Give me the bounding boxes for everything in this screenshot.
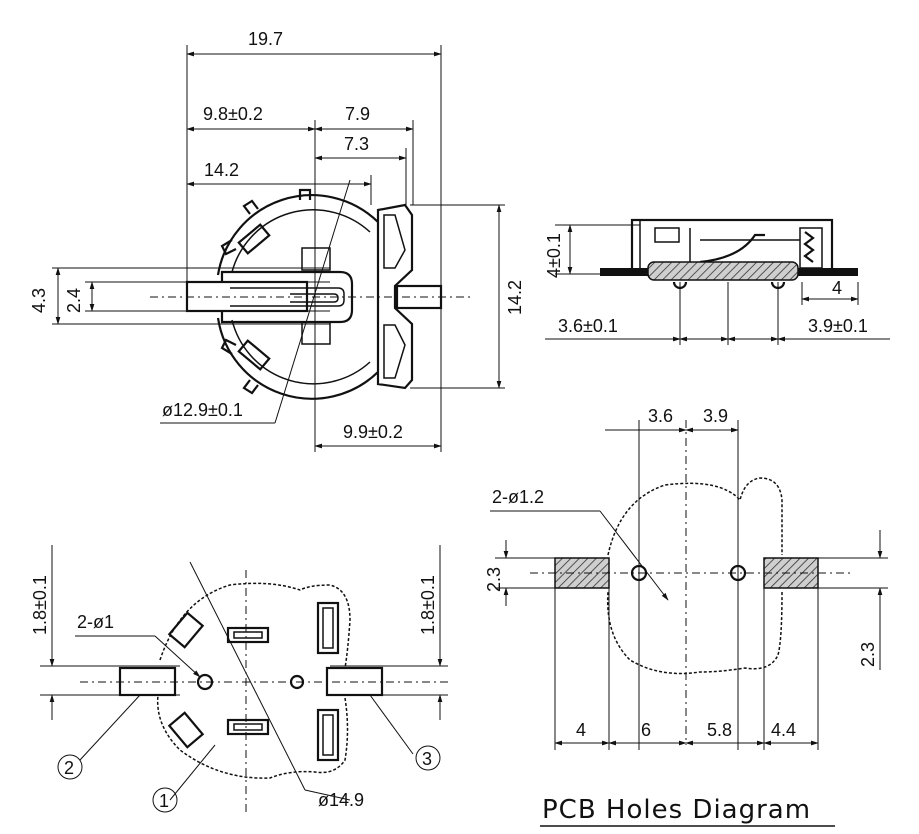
dim-9-8: 9.8±0.2 <box>203 104 263 124</box>
dim-9-9: 9.9±0.2 <box>343 422 403 442</box>
dim-7-3: 7.3 <box>344 134 369 154</box>
side-dim-4: 4 <box>832 278 842 298</box>
callout-2: 2 <box>64 758 74 778</box>
pcb-title: PCB Holes Diagram <box>542 795 811 825</box>
bottom-view: 2 1 3 1.8±0.1 1.8±0.1 2-ø1 ø14.9 <box>30 545 450 815</box>
dim-diameter-12-9: ø12.9±0.1 <box>162 400 243 420</box>
pcb-dim-bot-4: 4 <box>576 720 586 740</box>
side-dim-3-6: 3.6±0.1 <box>558 316 618 336</box>
callout-1: 1 <box>159 791 169 811</box>
bottom-dim-right: 1.8±0.1 <box>418 575 438 635</box>
bottom-dim-left: 1.8±0.1 <box>30 575 50 635</box>
dim-7-9: 7.9 <box>345 104 370 124</box>
pcb-dim-right-2-3: 2.3 <box>858 642 878 667</box>
pcb-view: 3.6 3.9 2-ø1.2 2.3 2.3 4 6 5.8 4.4 PCB H… <box>484 406 888 827</box>
dim-19-7: 19.7 <box>248 29 283 49</box>
top-view: 19.7 9.8±0.2 7.9 7.3 14.2 9.9±0.2 ø12.9±… <box>29 29 525 452</box>
dim-14-2-right: 14.2 <box>505 280 525 315</box>
bottom-dim-holes: 2-ø1 <box>77 612 114 632</box>
pcb-dim-bot-6: 6 <box>641 720 651 740</box>
side-view: 4±0.1 4 3.6±0.1 3.9±0.1 <box>544 218 890 345</box>
pcb-dim-left-2-3: 2.3 <box>484 567 504 592</box>
dim-4-3: 4.3 <box>29 288 49 313</box>
pcb-dim-holes: 2-ø1.2 <box>492 487 544 507</box>
callout-3: 3 <box>422 749 432 769</box>
pcb-dim-3-9: 3.9 <box>703 406 728 426</box>
dim-14-2-top: 14.2 <box>204 160 239 180</box>
side-dim-height: 4±0.1 <box>544 233 564 278</box>
pcb-dim-bot-4-4: 4.4 <box>771 720 796 740</box>
bottom-dim-diameter: ø14.9 <box>318 790 364 810</box>
side-dim-3-9: 3.9±0.1 <box>808 316 868 336</box>
pcb-dim-bot-5-8: 5.8 <box>707 720 732 740</box>
pcb-dim-3-6: 3.6 <box>648 406 673 426</box>
dim-2-4: 2.4 <box>64 288 84 313</box>
